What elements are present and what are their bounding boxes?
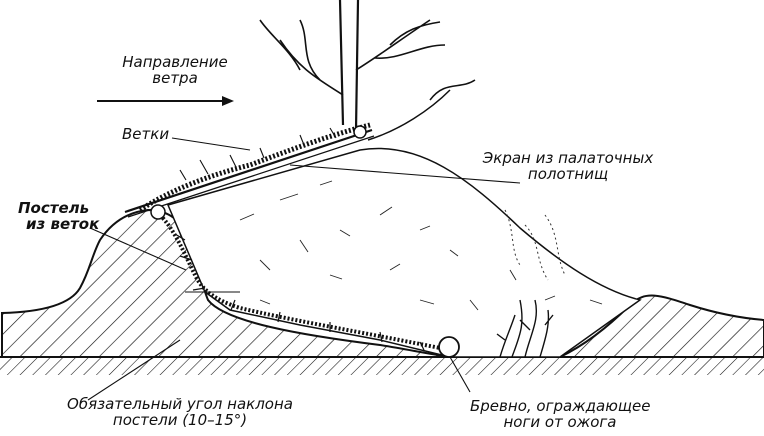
label-angle-line2: постели (10–15°): [55, 412, 305, 428]
label-wind-direction: Направление ветра: [115, 54, 235, 86]
label-wind-direction-line2: ветра: [115, 70, 235, 86]
label-log-line2: ноги от ожога: [470, 414, 650, 430]
log-feet: [439, 337, 459, 357]
label-log-line1: Бревно, ограждающее: [470, 398, 650, 414]
label-screen: Экран из палаточных полотнищ: [458, 150, 678, 182]
label-branches: Ветки: [122, 126, 169, 142]
tree: [260, 0, 475, 140]
label-screen-line1: Экран из палаточных: [458, 150, 678, 166]
label-bed: Постель из веток: [18, 200, 99, 232]
log-bed-top: [151, 205, 165, 219]
label-angle: Обязательный угол наклона постели (10–15…: [55, 396, 305, 428]
label-bed-line2: из веток: [18, 216, 99, 232]
log-top: [354, 126, 366, 138]
label-screen-line2: полотнищ: [458, 166, 678, 182]
label-angle-line1: Обязательный угол наклона: [55, 396, 305, 412]
label-wind-direction-line1: Направление: [115, 54, 235, 70]
label-bed-line1: Постель: [18, 200, 99, 216]
label-log: Бревно, ограждающее ноги от ожога: [470, 398, 650, 430]
ground-strip: [0, 357, 764, 375]
wind-arrow: [97, 96, 234, 106]
